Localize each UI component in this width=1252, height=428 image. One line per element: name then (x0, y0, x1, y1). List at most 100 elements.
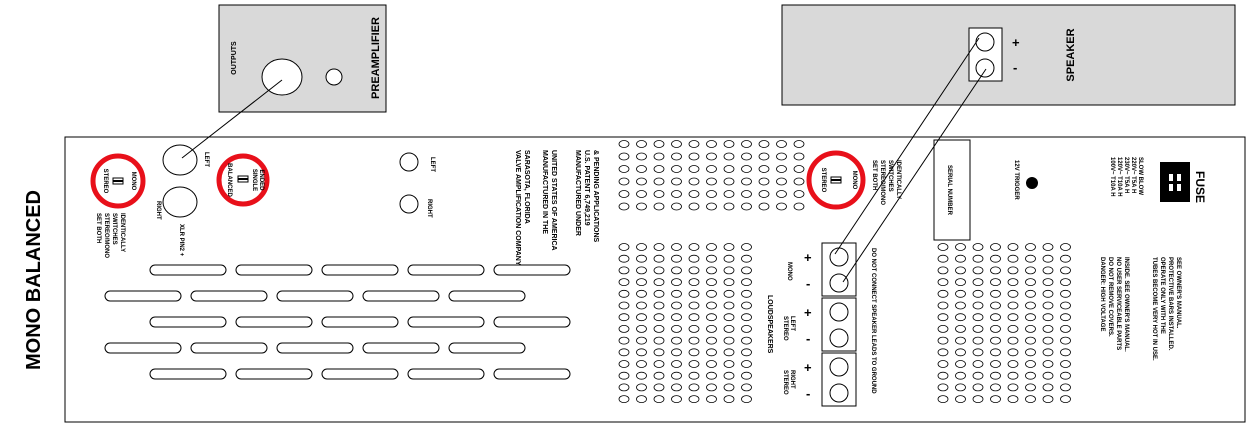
vent-hole (1025, 383, 1036, 392)
vent-hole (1060, 278, 1071, 287)
vent-slot (235, 316, 313, 328)
vent-hole (741, 190, 752, 198)
loudspeaker-terminals: + - + - + - MONO LOUDSPEAKERS STEREO LEF… (766, 242, 876, 407)
vent-slot (448, 290, 526, 302)
svg-text:IDENTICALLY: IDENTICALLY (895, 160, 901, 199)
vent-hole (1025, 371, 1036, 380)
svg-text:SINGLE: SINGLE (251, 169, 257, 191)
vent-hole (671, 313, 682, 322)
vent-hole (776, 202, 787, 211)
vent-hole (776, 165, 787, 173)
mono-minus-terminal (829, 273, 849, 293)
svg-text:MANUFACTURED IN THE: MANUFACTURED IN THE (541, 150, 548, 234)
vent-hole (636, 202, 647, 211)
vent-hole (636, 348, 647, 357)
vent-hole (653, 254, 665, 263)
vent-hole (706, 266, 717, 275)
vent-hole (793, 190, 805, 198)
vent-hole (723, 243, 735, 251)
vent-hole (653, 289, 665, 298)
vent-hole (671, 289, 682, 298)
right-plus-terminal (829, 357, 849, 377)
vent-hole (653, 383, 665, 392)
vent-hole (1007, 383, 1019, 392)
vent-hole (636, 313, 647, 322)
vent-hole (671, 243, 682, 251)
vent-slot (407, 368, 485, 380)
svg-text:LOUDSPEAKERS: LOUDSPEAKERS (766, 295, 773, 354)
vent-hole (937, 348, 949, 357)
vent-hole (1042, 254, 1054, 263)
vent-hole (636, 324, 647, 333)
vent-hole (741, 360, 752, 368)
vent-hole (937, 243, 949, 251)
vent-hole (671, 190, 682, 198)
vent-hole (955, 336, 966, 345)
outputs-label: OUTPUTS (231, 41, 238, 75)
vent-hole (688, 254, 700, 263)
vent-hole (1025, 324, 1036, 333)
vent-hole (706, 301, 717, 310)
svg-text:12V TRIGGER: 12V TRIGGER (1013, 160, 1019, 200)
vent-hole (618, 140, 630, 148)
preamp-output-rca-jack (325, 68, 343, 86)
svg-text:STEREO: STEREO (782, 316, 788, 341)
vent-hole (636, 190, 647, 198)
vent-hole (723, 152, 735, 161)
vent-hole (793, 140, 805, 148)
svg-text:DO NOT CONNECT SPEAKER LEADS T: DO NOT CONNECT SPEAKER LEADS TO GROUND (870, 248, 876, 394)
vent-hole (741, 140, 752, 148)
vent-hole (955, 243, 966, 251)
vent-hole (636, 140, 647, 148)
vent-hole (723, 348, 735, 357)
vent-hole (688, 336, 700, 345)
vent-hole (1060, 254, 1071, 263)
vent-hole (972, 371, 984, 380)
svg-text:U.S. PATENT 6,749,219: U.S. PATENT 6,749,219 (583, 150, 590, 226)
vent-hole (741, 202, 752, 211)
vent-hole (618, 190, 630, 198)
vent-hole (706, 395, 717, 404)
vent-hole (776, 140, 787, 148)
vent-hole (937, 313, 949, 322)
vent-hole (1042, 360, 1054, 368)
vent-hole (955, 324, 966, 333)
vent-hole (1007, 336, 1019, 345)
vent-slot (407, 264, 485, 276)
vent-hole (671, 324, 682, 333)
vent-hole (636, 243, 647, 251)
vent-hole (1042, 336, 1054, 345)
vent-slot (149, 264, 227, 276)
rca-left-jack (399, 152, 419, 172)
vent-hole (636, 165, 647, 173)
vent-hole (741, 254, 752, 263)
vent-hole (636, 177, 647, 186)
speaker-minus-terminal (975, 58, 995, 78)
vent-hole (653, 177, 665, 186)
vent-hole (1025, 301, 1036, 310)
vent-hole (653, 190, 665, 198)
serial-number-box: SERIAL NUMBER (933, 139, 971, 241)
svg-text:MONO: MONO (851, 171, 857, 190)
vent-hole (706, 313, 717, 322)
vent-hole (671, 202, 682, 211)
svg-text:SWITCHES: SWITCHES (111, 213, 117, 245)
vent-hole (636, 301, 647, 310)
vent-hole (688, 243, 700, 251)
vent-hole (706, 278, 717, 287)
vent-hole (758, 152, 770, 161)
vent-hole (741, 243, 752, 251)
vent-hole (671, 371, 682, 380)
svg-text:TUBES BECOME VERY HOT IN USE.: TUBES BECOME VERY HOT IN USE. (1151, 257, 1157, 361)
vent-hole (972, 324, 984, 333)
vent-hole (1060, 336, 1071, 345)
vent-hole (706, 371, 717, 380)
vent-hole (1025, 289, 1036, 298)
vent-hole (937, 324, 949, 333)
vent-hole (723, 266, 735, 275)
speaker-plus-wire (834, 37, 980, 255)
vent-hole (618, 336, 630, 345)
vent-hole (723, 254, 735, 263)
svg-text:SARASOTA, FLORIDA: SARASOTA, FLORIDA (523, 150, 530, 224)
svg-text:+: + (804, 360, 812, 375)
